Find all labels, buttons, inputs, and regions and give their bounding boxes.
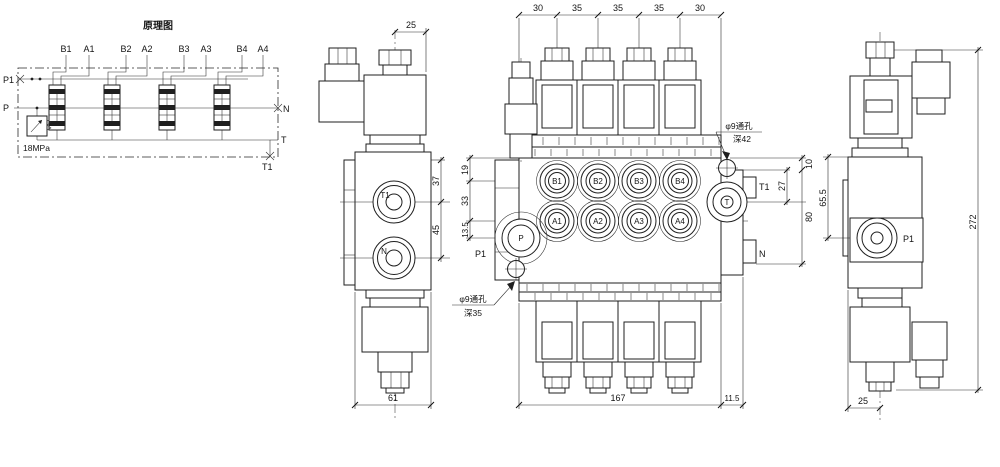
dim-right-80: 80 (804, 212, 814, 222)
port-a1: A1 (552, 217, 562, 226)
dim-left-19: 19 (460, 165, 470, 175)
dim-side-65_5: 65.5 (818, 189, 828, 207)
port-a4: A4 (675, 217, 685, 226)
hole-note-top-line1: φ9通孔 (725, 121, 753, 131)
schematic-port-a2: A2 (141, 44, 152, 54)
dim-length-167: 167 (610, 393, 625, 403)
hole-note-top: φ9通孔 深42 (715, 121, 762, 160)
schematic-port-b2: B2 (120, 44, 131, 54)
hydraulic-schematic: 原理图 B1 A1 B2 A2 B3 A3 B4 A4 18MPa (3, 20, 290, 172)
mounting-hole-bottom (505, 258, 527, 280)
port-p: P (518, 234, 523, 243)
dim-side-25: 25 (858, 396, 868, 406)
hole-note-bottom-line2: 深35 (464, 308, 482, 318)
label-t1: T1 (759, 182, 770, 192)
dim-top-35a: 35 (572, 3, 582, 13)
valve-spool-symbol (158, 84, 176, 131)
front-view: 30 35 35 35 30 (452, 3, 814, 409)
label-p1: P1 (475, 249, 486, 259)
dim-end-61: 61 (388, 393, 398, 403)
top-caps (535, 47, 702, 136)
port-b1: B1 (552, 177, 562, 186)
work-ports (539, 163, 698, 239)
schematic-label-t1: T1 (262, 162, 273, 172)
side-view: P1 65.5 272 25 (818, 32, 983, 420)
side-view-label-p1: P1 (903, 234, 914, 244)
hole-note-bottom: φ9通孔 深35 (452, 281, 515, 318)
pressure-setting-label: 18MPa (23, 143, 50, 153)
dim-end-37: 37 (431, 176, 441, 186)
label-n: N (759, 249, 766, 259)
dim-left-33: 33 (460, 196, 470, 206)
port-t: T (725, 198, 730, 207)
hole-note-bottom-line1: φ9通孔 (459, 294, 487, 304)
end-view-port-n: N (381, 247, 387, 256)
valve-spool-symbol (48, 84, 66, 131)
inlet-fitting (504, 58, 538, 162)
schematic-port-a4: A4 (257, 44, 268, 54)
port-a2: A2 (593, 217, 603, 226)
schematic-enclosure (17, 67, 279, 158)
schematic-title: 原理图 (143, 20, 173, 32)
schematic-label-p: P (3, 103, 9, 113)
schematic-port-a1: A1 (83, 44, 94, 54)
dim-right-10: 10 (804, 159, 814, 169)
dim-right-27: 27 (777, 181, 787, 191)
dim-side-272: 272 (968, 214, 978, 229)
dim-top-30b: 30 (695, 3, 705, 13)
dim-end-top-25: 25 (406, 20, 416, 30)
port-a3: A3 (634, 217, 644, 226)
dim-top-35b: 35 (613, 3, 623, 13)
relief-cartridge-body (363, 74, 427, 136)
valve-spool-symbol (103, 84, 121, 131)
dim-end-11_5: 11.5 (725, 394, 741, 403)
relief-valve-symbol (26, 115, 52, 137)
schematic-port-b4: B4 (236, 44, 247, 54)
dim-left-13_5: 13.5 (461, 222, 470, 238)
end-view-port-t1: T1 (380, 191, 390, 200)
port-b3: B3 (634, 177, 644, 186)
port-b2: B2 (593, 177, 603, 186)
schematic-port-a3: A3 (200, 44, 211, 54)
valve-spool-symbol (213, 84, 231, 131)
schematic-port-b1: B1 (60, 44, 71, 54)
dim-top-30a: 30 (533, 3, 543, 13)
schematic-label-n: N (283, 104, 290, 114)
bottom-caps (535, 300, 702, 394)
dim-end-45: 45 (431, 225, 441, 235)
end-view: T1 N 25 37 45 61 (318, 20, 450, 420)
hole-note-top-line2: 深42 (733, 134, 751, 144)
port-b4: B4 (675, 177, 685, 186)
schematic-label-p1: P1 (3, 75, 14, 85)
dim-top-35c: 35 (654, 3, 664, 13)
schematic-label-t: T (281, 135, 287, 145)
schematic-port-b3: B3 (178, 44, 189, 54)
